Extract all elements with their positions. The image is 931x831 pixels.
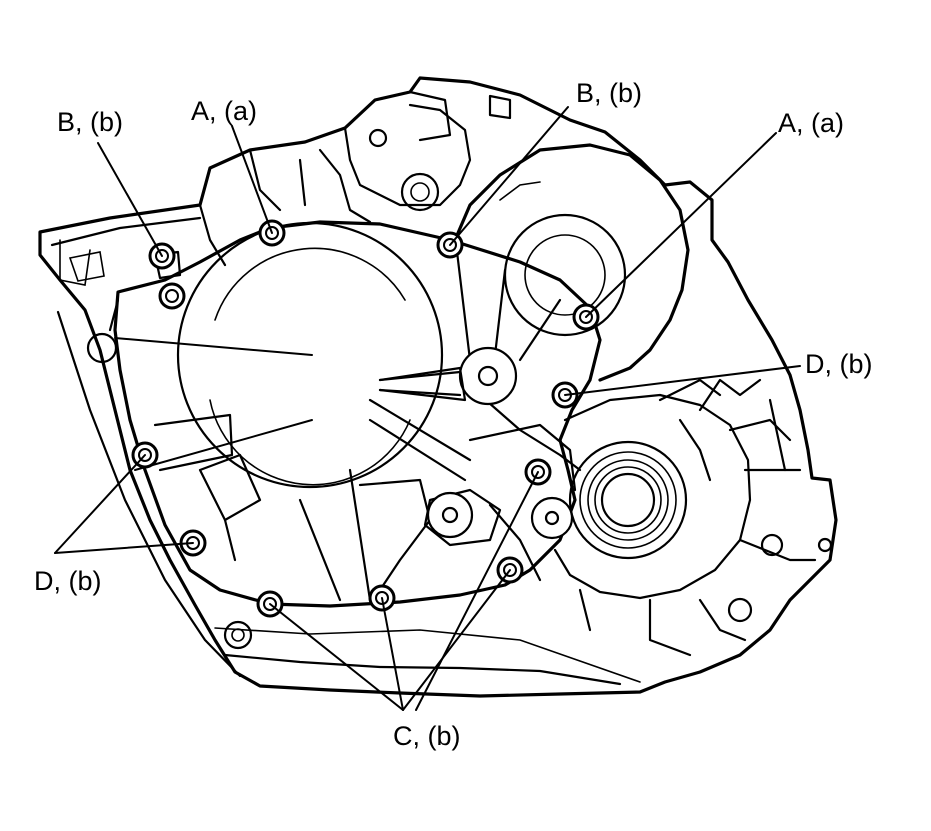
bolts	[131, 219, 600, 618]
label-c-b-bottom: C, (b)	[393, 721, 461, 751]
leader-a-upper-left	[231, 125, 273, 234]
leader-d-left-lower	[54, 542, 194, 554]
label-d-b-left: D, (b)	[34, 566, 102, 596]
upper-castings	[198, 90, 512, 267]
leader-plate-2	[134, 419, 313, 471]
leader-c-right-1	[402, 569, 511, 711]
leader-c-center	[381, 597, 404, 711]
bolt-b-upper-left	[158, 282, 186, 310]
label-a-a-upper-left: A, (a)	[191, 96, 257, 126]
label-a-a-right: A, (a)	[778, 108, 844, 138]
label-b-b-top-right: B, (b)	[576, 78, 642, 108]
leader-b-upper-left	[97, 142, 163, 257]
callout-labels: B, (b) A, (a) B, (b) A, (a) D, (b) D, (b…	[34, 78, 873, 751]
label-d-b-right: D, (b)	[805, 349, 873, 379]
leader-lines	[54, 106, 801, 711]
leader-d-right	[564, 365, 801, 396]
label-b-b-upper-left: B, (b)	[57, 107, 123, 137]
leader-a-right	[585, 132, 777, 318]
leader-d-left-upper	[54, 454, 146, 554]
ribs	[153, 233, 582, 602]
gear-housing	[453, 143, 690, 382]
center-bosses	[378, 346, 577, 547]
leader-c-left	[269, 603, 404, 711]
differential-area	[553, 378, 833, 657]
leader-c-right-2	[415, 471, 539, 711]
housing-outline	[38, 76, 838, 698]
leader-b-top-right	[449, 106, 569, 246]
leader-plate-1	[114, 337, 313, 356]
